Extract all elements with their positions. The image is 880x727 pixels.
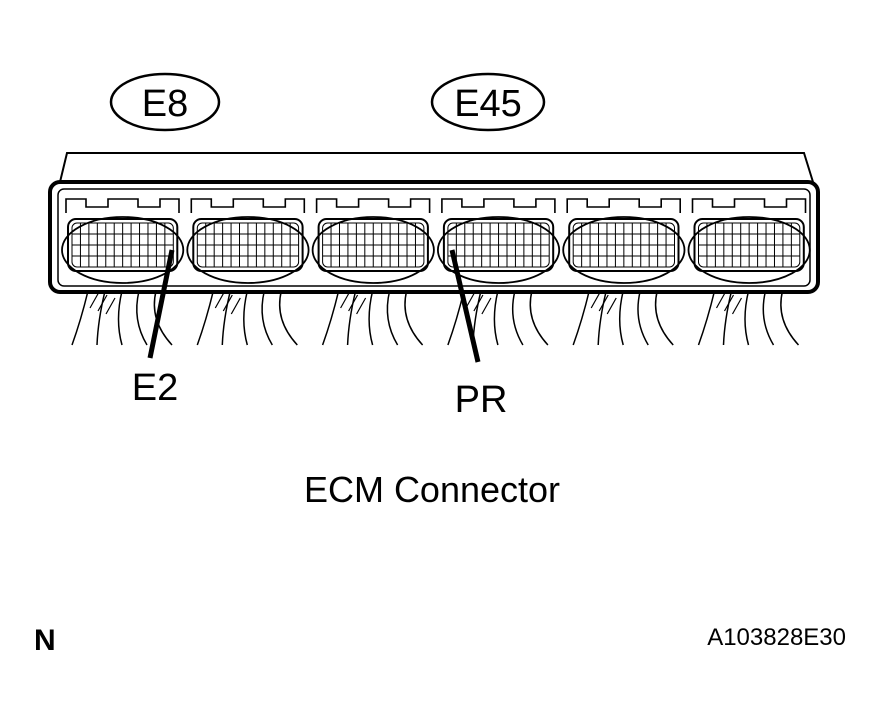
callout-e45: E45	[430, 72, 546, 132]
connector-module	[687, 198, 811, 346]
callout-e8-label: E8	[142, 83, 188, 125]
pin-label-e2: E2	[132, 367, 178, 409]
callout-e8: E8	[109, 72, 221, 132]
connector-modules	[61, 198, 811, 346]
figure-reference: A103828E30	[707, 624, 846, 651]
pin-label-pr: PR	[455, 379, 508, 421]
connector-module	[186, 198, 310, 346]
pin-pointer-pr-line	[449, 249, 481, 363]
connector-housing-outer	[48, 180, 820, 294]
pin-pointer-e2: E2	[132, 249, 178, 409]
callout-e8-ellipse	[109, 72, 221, 132]
connector-top-flange	[59, 152, 814, 183]
connector-module	[311, 198, 435, 346]
connector-housing-inner	[57, 188, 811, 287]
diagram-caption: ECM Connector	[304, 469, 560, 510]
page-marker: N	[34, 624, 56, 657]
pin-pointer-pr: PR	[449, 249, 508, 421]
pin-pointer-e2-line	[147, 249, 175, 359]
connector-module	[562, 198, 686, 346]
callout-e45-ellipse	[430, 72, 546, 132]
callout-e45-label: E45	[454, 83, 522, 125]
